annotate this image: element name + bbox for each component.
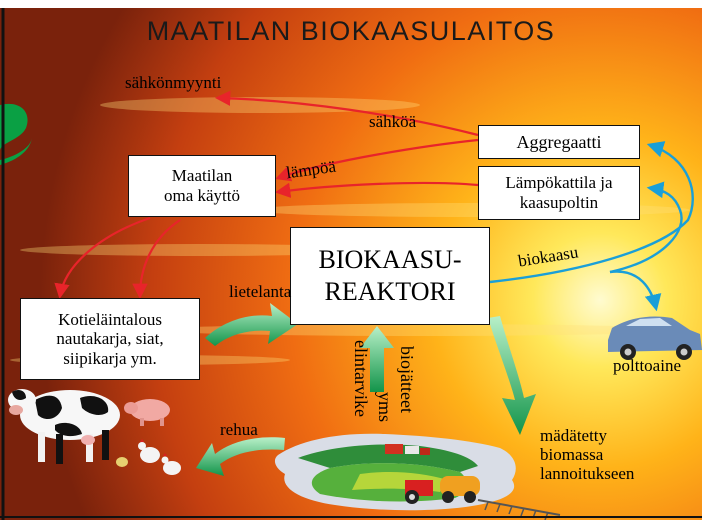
arrow-lietelanta bbox=[205, 303, 298, 346]
label-polttoaine: polttoaine bbox=[613, 356, 681, 375]
vertical-label-yms: yms bbox=[375, 392, 395, 423]
arrow-to-car bbox=[609, 270, 662, 312]
arrow-sahkoa bbox=[275, 138, 479, 182]
arrow-maatila-kotielain-1 bbox=[54, 216, 151, 300]
arrow-maatila-kotielain-2 bbox=[132, 219, 181, 300]
arrow-lampoa bbox=[274, 181, 479, 198]
arrow-rehua bbox=[196, 437, 285, 476]
blue-arrows bbox=[489, 141, 694, 312]
arrow-to-aggregaatti bbox=[489, 141, 694, 284]
vertical-label-elintarvike: elintarvike bbox=[351, 340, 371, 417]
pig-illustration bbox=[124, 399, 170, 426]
vertical-label-biojatteet: biojätteet bbox=[397, 346, 417, 413]
arrow-biojatteet bbox=[360, 326, 394, 392]
green-letter-fragment bbox=[0, 103, 32, 165]
cow-illustration bbox=[8, 389, 120, 464]
farm-landscape bbox=[274, 433, 561, 520]
red-arrows bbox=[54, 90, 479, 300]
car-illustration bbox=[608, 316, 702, 360]
green-arrows bbox=[196, 303, 536, 476]
chickens-illustration bbox=[116, 439, 181, 475]
label-lannoitukseen: lannoitukseen bbox=[540, 464, 635, 483]
lampokattila-box: Lämpökattila ja kaasupoltin bbox=[478, 166, 640, 220]
diagram-title: MAATILAN BIOKAASULAITOS bbox=[146, 16, 556, 46]
arrow-madatetty bbox=[488, 316, 536, 435]
label-lietelanta: lietelanta bbox=[229, 282, 292, 301]
arrow-to-lampokattila bbox=[609, 181, 683, 274]
kotielaintalous-box: Kotieläintalous nautakarja, siat, siipik… bbox=[20, 298, 200, 380]
top-edge bbox=[0, 0, 702, 8]
label-sahkoa: sähköä bbox=[369, 112, 417, 131]
label-madatetty: mädätetty bbox=[540, 426, 608, 445]
arrow-sahkonmyynti bbox=[214, 90, 479, 137]
maatilan-kaytto-box: Maatilan oma käyttö bbox=[128, 155, 276, 217]
label-biomassa: biomassa bbox=[540, 445, 604, 464]
label-rehua: rehua bbox=[220, 420, 258, 439]
label-sahkonmyynti: sähkönmyynti bbox=[125, 73, 222, 92]
biokaasureaktori-box: BIOKAASU- REAKTORI bbox=[290, 227, 490, 325]
aggregaatti-box: Aggregaatti bbox=[478, 125, 640, 159]
